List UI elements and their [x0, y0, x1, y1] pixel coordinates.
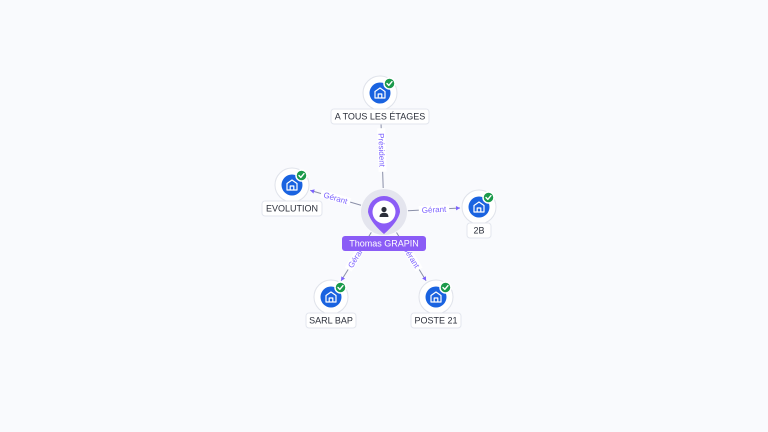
edge-arrow	[455, 206, 461, 211]
edge-label-group: Gérant	[319, 189, 352, 207]
building-icon	[430, 291, 442, 303]
edge-label-bg	[418, 204, 450, 215]
building-icon	[473, 201, 485, 213]
edge-arrow	[310, 189, 315, 194]
edge-label-group: Gérant	[418, 204, 450, 215]
person-node[interactable]: Thomas GRAPIN	[342, 189, 426, 251]
verified-check-icon	[439, 281, 452, 294]
edge-label: Gérant	[322, 191, 349, 207]
edge-label: Président	[376, 133, 386, 168]
company-label-box	[466, 222, 492, 239]
building-icon	[374, 87, 386, 99]
company-node-2b[interactable]: 2B	[461, 189, 497, 239]
verified-check-icon	[482, 191, 495, 204]
company-name: SARL BAP	[309, 316, 353, 326]
edge-arrow	[341, 276, 346, 281]
company-name: 2B	[473, 226, 484, 236]
verified-check-icon	[334, 281, 347, 294]
company-label-box	[261, 200, 323, 217]
company-name: A TOUS LES ÉTAGES	[335, 112, 426, 122]
company-node-poste-21[interactable]: POSTE 21	[410, 279, 462, 329]
company-label-box	[330, 108, 430, 125]
company-node-sarl-bap[interactable]: SARL BAP	[305, 279, 357, 329]
edge-label-bg	[377, 128, 387, 172]
person-icon	[379, 206, 389, 217]
company-label-box	[305, 312, 357, 329]
company-node-evolution[interactable]: EVOLUTION	[261, 167, 323, 217]
company-node-a-tous-les-etages[interactable]: A TOUS LES ÉTAGES	[330, 75, 430, 125]
verified-check-icon	[383, 77, 396, 90]
nodes-layer: A TOUS LES ÉTAGES EVOLUTION 2B SARL BAP POST…	[261, 75, 497, 329]
company-label-box	[410, 312, 462, 329]
edge-label: Gérant	[422, 205, 448, 215]
edge-arrow	[422, 276, 427, 281]
company-name: POSTE 21	[414, 316, 457, 326]
building-icon	[286, 179, 298, 191]
person-name: Thomas GRAPIN	[349, 239, 419, 249]
edge-2b: Gérant	[407, 204, 461, 215]
edge-label-bg	[319, 189, 352, 206]
person-label-box	[342, 236, 426, 251]
building-icon	[325, 291, 337, 303]
verified-check-icon	[295, 169, 308, 182]
edge-a-tous-les-etages: Président	[376, 111, 387, 189]
edge-label-group: Président	[376, 128, 387, 172]
company-name: EVOLUTION	[266, 204, 318, 214]
